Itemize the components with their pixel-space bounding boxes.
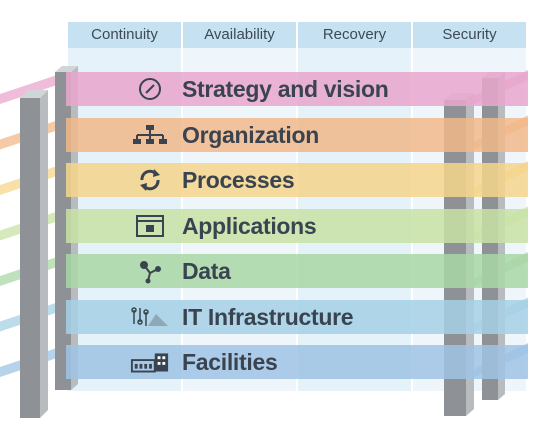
layer-label: IT Infrastructure bbox=[182, 303, 354, 330]
data-nodes-icon bbox=[130, 254, 170, 288]
circuit-cloud-icon bbox=[130, 300, 170, 334]
layer-label: Facilities bbox=[182, 349, 278, 375]
layer-band-3 bbox=[66, 208, 528, 243]
org-chart-icon bbox=[130, 118, 170, 152]
pillar-left-outer-front bbox=[20, 98, 40, 418]
refresh-cycle-icon bbox=[130, 163, 170, 197]
pillar-left-outer-side bbox=[40, 90, 48, 418]
layer-band-5 bbox=[66, 299, 528, 334]
column-header-continuity: Continuity bbox=[68, 22, 181, 48]
layer-band-0 bbox=[66, 72, 528, 106]
layer-band-6 bbox=[66, 345, 528, 379]
pillar-left-inner-top bbox=[55, 66, 78, 72]
layer-label: Processes bbox=[182, 167, 295, 193]
column-header-recovery: Recovery bbox=[298, 22, 411, 48]
layer-label: Applications bbox=[182, 212, 317, 239]
building-icon bbox=[130, 345, 170, 379]
layer-label: Data bbox=[182, 258, 231, 284]
layer-wing-left-0 bbox=[0, 72, 66, 104]
layer-label: Strategy and vision bbox=[182, 76, 389, 102]
column-header-availability: Availability bbox=[183, 22, 296, 48]
pillar-left-outer-top bbox=[20, 90, 48, 98]
column-header-security: Security bbox=[413, 22, 526, 48]
compass-icon bbox=[130, 72, 170, 106]
layer-label: Organization bbox=[182, 121, 319, 148]
layer-band-4 bbox=[66, 254, 528, 288]
application-window-icon bbox=[130, 209, 170, 243]
layer-band-2 bbox=[66, 163, 528, 197]
